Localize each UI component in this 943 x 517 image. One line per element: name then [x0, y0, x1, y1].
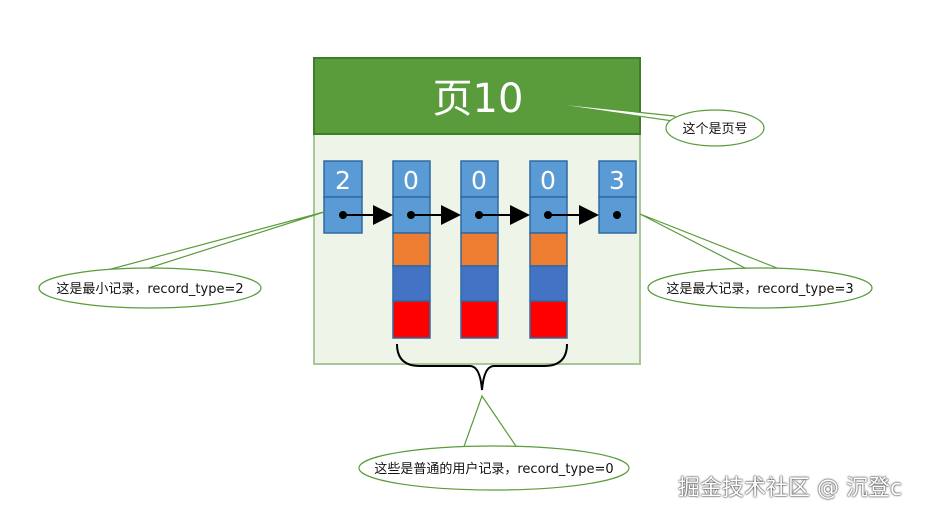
user-record: 0 — [460, 160, 499, 339]
callout-page-number: 这个是页号 — [532, 100, 765, 147]
callout-text: 这个是页号 — [682, 121, 747, 137]
callout-text: 这是最大记录，record_type=3 — [666, 281, 853, 297]
record-type-label: 0 — [403, 166, 419, 195]
record-field-blue — [460, 265, 499, 302]
record-field-orange — [460, 232, 499, 267]
user-records-brace — [396, 343, 568, 391]
record-infimum: 2 — [323, 160, 363, 234]
callout-text: 这是最小记录，record_type=2 — [56, 281, 243, 297]
record-field-red — [529, 300, 568, 339]
record-type-label: 3 — [609, 166, 625, 195]
next-pointer-dot — [613, 211, 621, 219]
record-field-blue — [529, 265, 568, 302]
user-record: 0 — [529, 160, 568, 339]
record-field-orange — [392, 232, 431, 267]
record-type-label: 2 — [335, 166, 351, 195]
record-type-label: 0 — [471, 166, 487, 195]
record-field-blue — [392, 265, 431, 302]
callout-text: 这些是普通的用户记录，record_type=0 — [374, 461, 613, 477]
record-field-red — [392, 300, 431, 339]
record-field-orange — [529, 232, 568, 267]
record-type-label: 0 — [540, 166, 556, 195]
user-record: 0 — [392, 160, 431, 339]
page-header — [313, 57, 641, 135]
record-supremum: 3 — [598, 160, 637, 234]
record-field-red — [460, 300, 499, 339]
callout-min-record: 这是最小记录，record_type=2 — [38, 211, 325, 309]
watermark: 掘金技术社区 @ 沉登c — [678, 476, 903, 501]
callout-user-records: 这些是普通的用户记录，record_type=0 — [358, 394, 630, 491]
callout-max-record: 这是最大记录，record_type=3 — [639, 213, 873, 309]
page-title: 页10 — [433, 76, 524, 122]
